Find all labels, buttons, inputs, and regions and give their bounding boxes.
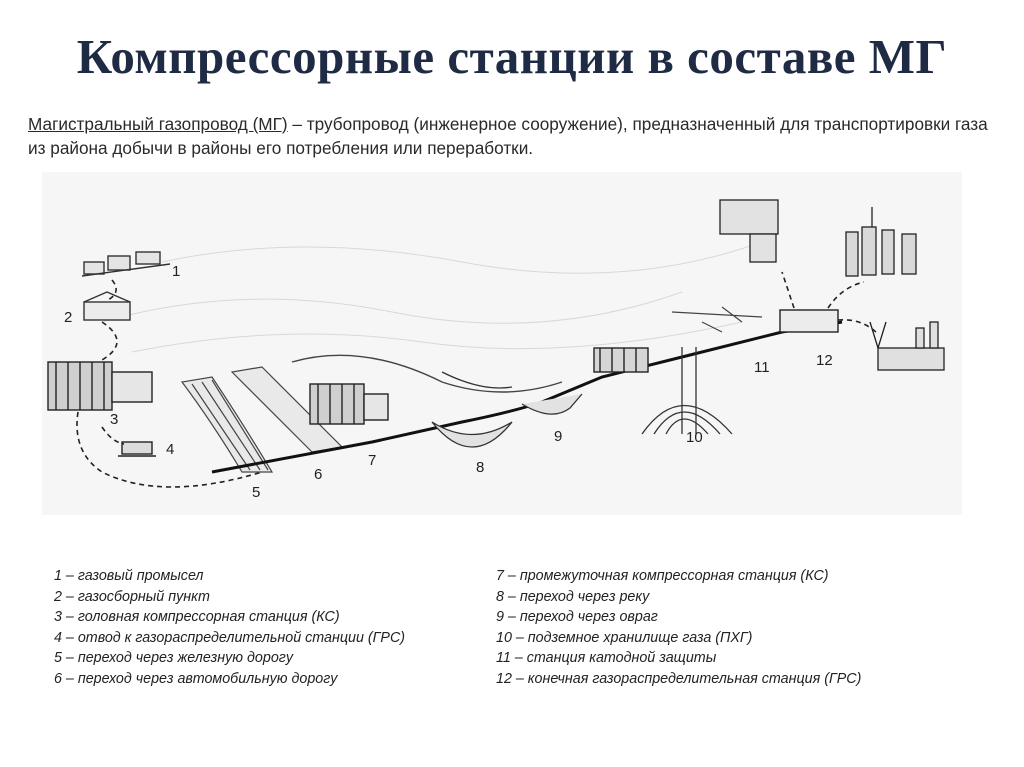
definition-body: – трубопровод (инженерное сооружение), п… xyxy=(28,114,988,158)
legend-item: 1 – газовый промысел xyxy=(54,568,204,584)
power-line xyxy=(671,306,763,333)
legend-item: 7 – промежуточная компрессорная станция … xyxy=(496,568,829,584)
grs-to-power-arrow xyxy=(837,318,879,335)
label-4: 4 xyxy=(166,441,174,458)
dashed-branch-line xyxy=(76,411,263,488)
head-compressor-station-icon xyxy=(47,361,153,411)
legend-item: 6 – переход через автомобильную дорогу xyxy=(54,670,338,687)
terrain-background xyxy=(101,241,763,353)
grs-to-industry-arrow xyxy=(781,271,795,309)
grs-to-plant-arrow xyxy=(827,281,865,309)
label-5: 5 xyxy=(252,484,260,501)
cathodic-protection-icon xyxy=(593,347,649,373)
gas-field-icon xyxy=(81,251,171,277)
legend-item: 4 – отвод к газораспределительной станци… xyxy=(54,629,406,646)
label-10: 10 xyxy=(686,429,703,446)
legend-item: 5 – переход через железную дорогу xyxy=(54,650,293,667)
main-pipeline xyxy=(211,320,843,474)
label-1: 1 xyxy=(172,263,180,280)
label-9: 9 xyxy=(554,428,562,445)
label-7: 7 xyxy=(368,452,376,469)
legend-item: 2 – газосборный пункт xyxy=(54,588,210,605)
hill-outline xyxy=(291,354,563,393)
grs-branch-icon xyxy=(118,441,156,457)
chemical-plant-icon xyxy=(845,207,917,277)
intermediate-compressor-station-icon xyxy=(309,383,389,425)
definition-term: Магистральный газопровод (МГ) xyxy=(28,114,288,134)
legend-item: 9 – переход через овраг xyxy=(496,609,658,626)
legend-item: 10 – подземное хранилище газа (ПХГ) xyxy=(496,629,753,646)
legend-left: 1 – газовый промысел 2 – газосборный пун… xyxy=(54,566,405,690)
ravine-crossing-icon xyxy=(521,393,583,415)
label-3: 3 xyxy=(110,411,118,428)
legend-item: 11 – станция катодной защиты xyxy=(496,650,717,667)
slide-title: Компрессорные станции в составе МГ xyxy=(76,29,948,84)
railway-crossing-icon xyxy=(180,376,274,473)
gathering-point-icon xyxy=(83,291,131,321)
label-12: 12 xyxy=(816,352,833,369)
river-crossing-icon xyxy=(431,371,513,448)
label-11: 11 xyxy=(754,359,770,376)
label-8: 8 xyxy=(476,459,484,476)
legend-right: 7 – промежуточная компрессорная станция … xyxy=(496,566,861,690)
label-6: 6 xyxy=(314,466,322,483)
pipeline-diagram: 1 2 3 4 5 6 7 8 9 10 11 12 xyxy=(42,172,962,515)
underground-storage-icon xyxy=(641,347,733,435)
power-plant-icon xyxy=(869,321,945,371)
gathering-to-station-arrow xyxy=(101,321,118,361)
label-2: 2 xyxy=(64,309,72,326)
industrial-consumer-icon xyxy=(719,199,779,263)
definition-text: Магистральный газопровод (МГ) – трубопро… xyxy=(28,112,1003,160)
legend-item: 12 – конечная газораспределительная стан… xyxy=(496,670,862,687)
final-grs-icon xyxy=(779,309,839,333)
field-to-gathering-arrow xyxy=(107,279,117,301)
legend-item: 8 – переход через реку xyxy=(496,588,650,605)
legend-item: 3 – головная компрессорная станция (КС) xyxy=(54,609,340,626)
